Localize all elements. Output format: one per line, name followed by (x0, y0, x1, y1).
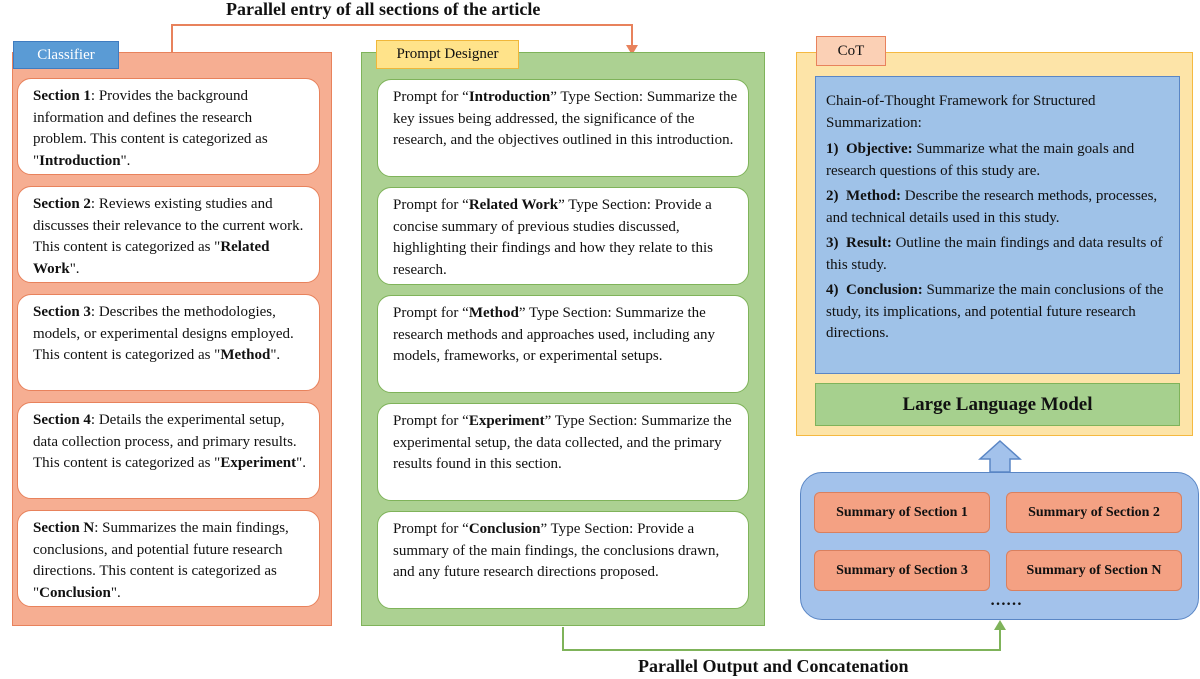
top-connector-arrow (171, 24, 633, 52)
card-body: : Describes the methodologies, models, o… (33, 304, 294, 363)
cot-step-text: Summarize the main conclusions of the st… (826, 282, 1164, 341)
top-caption: Parallel entry of all sections of the ar… (226, 0, 541, 19)
prompt-card-conclusion: Prompt for “Conclusion” Type Section: Pr… (377, 511, 749, 609)
classifier-card-3: Section 3: Describes the methodologies, … (17, 294, 320, 391)
card-category: Experiment (220, 455, 297, 471)
up-block-arrow (978, 439, 1022, 473)
card-body: : Provides the background information an… (33, 88, 268, 169)
cot-step-text: Outline the main findings and data resul… (826, 235, 1163, 273)
prompt-body: Provide a summary of the main findings, … (393, 521, 720, 580)
prompt-card-introduction: Prompt for “Introduction” Type Section: … (377, 79, 749, 177)
cot-step-name: Result: (846, 235, 892, 251)
card-section-lead: Section 3 (33, 304, 91, 320)
prompt-type: Related Work (468, 197, 559, 213)
classifier-card-2: Section 2: Reviews existing studies and … (17, 186, 320, 283)
card-body: : Details the experimental setup, data c… (33, 412, 297, 471)
classifier-card-4: Section 4: Details the experimental setu… (17, 402, 320, 499)
card-section-lead: Section 4 (33, 412, 91, 428)
cot-step-num: 1) (826, 141, 839, 157)
card-section-lead: Section 2 (33, 196, 91, 212)
cot-step-name: Method: (846, 188, 901, 204)
prompt-body: Summarize the research methods and appro… (393, 305, 715, 364)
prompt-body: Provide a concise summary of previous st… (393, 197, 713, 278)
classifier-card-5: Section N: Summarizes the main findings,… (17, 510, 320, 607)
cot-label: CoT (816, 36, 886, 66)
card-tail: ". (69, 260, 80, 277)
classifier-label: Classifier (13, 41, 119, 69)
cot-framework-box: Chain-of-Thought Framework for Structure… (815, 76, 1180, 374)
summary-section-n: Summary of Section N (1006, 550, 1182, 591)
top-connector-arrowhead (626, 45, 638, 55)
prompt-post: ” Type Section: (558, 197, 651, 213)
cot-intro: Chain-of-Thought Framework for Structure… (826, 93, 1096, 131)
card-tail: ". (296, 455, 307, 471)
prompt-card-related-work: Prompt for “Related Work” Type Section: … (377, 187, 749, 285)
cot-step-name: Conclusion: (846, 282, 923, 298)
card-section-lead: Section N (33, 520, 95, 536)
prompt-type: Method (468, 305, 519, 321)
llm-label: Large Language Model (902, 393, 1093, 415)
cot-step-4: 4) Conclusion: Summarize the main conclu… (826, 280, 1169, 345)
prompt-post: ” Type Section: (518, 305, 612, 321)
cot-step-2: 2) Method: Describe the research methods… (826, 186, 1169, 229)
summary-section-1: Summary of Section 1 (814, 492, 990, 533)
card-tail: ". (110, 584, 121, 601)
cot-step-name: Objective: (846, 141, 913, 157)
prompt-pre: Prompt for “ (393, 413, 469, 429)
cot-step-num: 2) (826, 188, 839, 204)
classifier-card-1: Section 1: Provides the background infor… (17, 78, 320, 175)
card-body: : Reviews existing studies and discusses… (33, 196, 304, 255)
cot-step-num: 3) (826, 235, 839, 251)
prompt-card-experiment: Prompt for “Experiment” Type Section: Su… (377, 403, 749, 501)
summaries-ellipsis: …… (990, 592, 1022, 609)
prompt-pre: Prompt for “ (393, 521, 469, 537)
bottom-connector-arrowhead (994, 620, 1006, 630)
cot-step-1: 1) Objective: Summarize what the main go… (826, 139, 1169, 182)
card-tail: ". (270, 347, 281, 363)
prompt-card-method: Prompt for “Method” Type Section: Summar… (377, 295, 749, 393)
prompt-post: ” Type Section: (550, 89, 644, 105)
card-body: : Summarizes the main findings, conclusi… (33, 520, 289, 601)
prompt-pre: Prompt for “ (393, 305, 469, 321)
cot-step-text: Describe the research methods, processes… (826, 188, 1158, 226)
card-section-lead: Section 1 (33, 88, 91, 104)
llm-box: Large Language Model (815, 383, 1180, 426)
prompt-post: ” Type Section: (540, 521, 634, 537)
cot-step-text: Summarize what the main goals and resear… (826, 141, 1135, 179)
prompt-pre: Prompt for “ (393, 197, 469, 213)
cot-step-3: 3) Result: Outline the main findings and… (826, 233, 1169, 276)
card-category: Conclusion (39, 584, 111, 601)
prompt-designer-label: Prompt Designer (376, 40, 519, 69)
summary-section-3: Summary of Section 3 (814, 550, 990, 591)
summary-section-2: Summary of Section 2 (1006, 492, 1182, 533)
prompt-pre: Prompt for “ (393, 89, 469, 105)
card-tail: ". (120, 152, 131, 169)
prompt-post: ” Type Section: (544, 413, 638, 429)
card-category: Method (220, 347, 271, 363)
bottom-connector-arrow (562, 627, 1001, 651)
prompt-type: Conclusion (468, 521, 541, 537)
card-category: Related Work (33, 239, 270, 277)
prompt-body: Summarize the experimental setup, the da… (393, 413, 732, 472)
cot-step-num: 4) (826, 282, 839, 298)
prompt-type: Introduction (468, 89, 551, 105)
prompt-type: Experiment (468, 413, 545, 429)
card-category: Introduction (39, 152, 121, 169)
prompt-body: Summarize the key issues being addressed… (393, 89, 738, 148)
bottom-caption: Parallel Output and Concatenation (638, 656, 909, 676)
